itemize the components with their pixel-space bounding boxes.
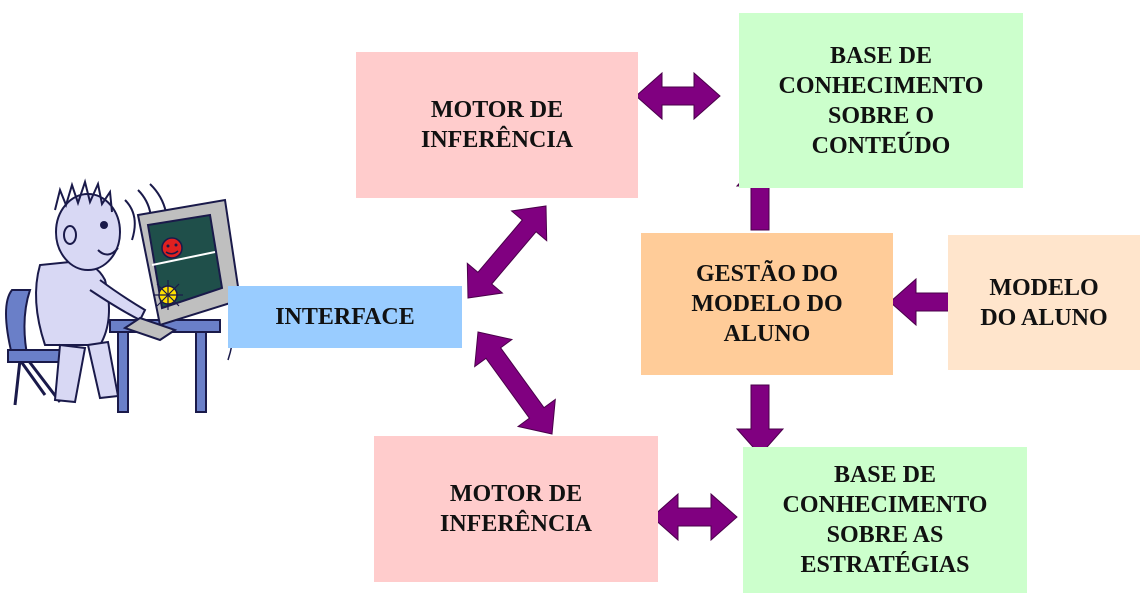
gestao-modelo-aluno-box: GESTÃO DO MODELO DO ALUNO (641, 233, 893, 375)
arrow-motor-top-to-base-conteudo (635, 71, 721, 121)
motor-inferencia-bottom-box: MOTOR DE INFERÊNCIA (374, 436, 658, 582)
modelo-aluno-box: MODELO DO ALUNO (948, 235, 1140, 370)
base-conhecimento-conteudo-box: BASE DE CONHECIMENTO SOBRE O CONTEÚDO (739, 13, 1023, 188)
motor-inferencia-top-box: MOTOR DE INFERÊNCIA (356, 52, 638, 198)
interface-box: INTERFACE (228, 286, 462, 348)
motor-inferencia-top-label: MOTOR DE INFERÊNCIA (420, 97, 573, 153)
arrow-interface-to-motor-top (466, 205, 548, 299)
arrow-gestao-to-base-estrategias (735, 384, 785, 456)
arrow-interface-to-motor-bottom (474, 331, 556, 435)
base-conhecimento-conteudo-label: BASE DE CONHECIMENTO SOBRE O CONTEÚDO (778, 42, 984, 159)
base-conhecimento-estrategias-label: BASE DE CONHECIMENTO SOBRE AS ESTRATÉGIA… (782, 462, 988, 578)
gestao-modelo-aluno-label: GESTÃO DO MODELO DO ALUNO (691, 261, 843, 347)
motor-inferencia-bottom-label: MOTOR DE INFERÊNCIA (439, 481, 592, 537)
computer-monitor-icon (122, 198, 240, 361)
base-conhecimento-estrategias-box: BASE DE CONHECIMENTO SOBRE AS ESTRATÉGIA… (743, 447, 1027, 593)
modelo-aluno-label: MODELO DO ALUNO (980, 274, 1108, 331)
interface-label: INTERFACE (275, 304, 415, 330)
person-icon (35, 178, 169, 404)
arrow-motor-bottom-to-base-estrategias (651, 492, 738, 542)
user-at-computer-illustration (5, 178, 240, 413)
